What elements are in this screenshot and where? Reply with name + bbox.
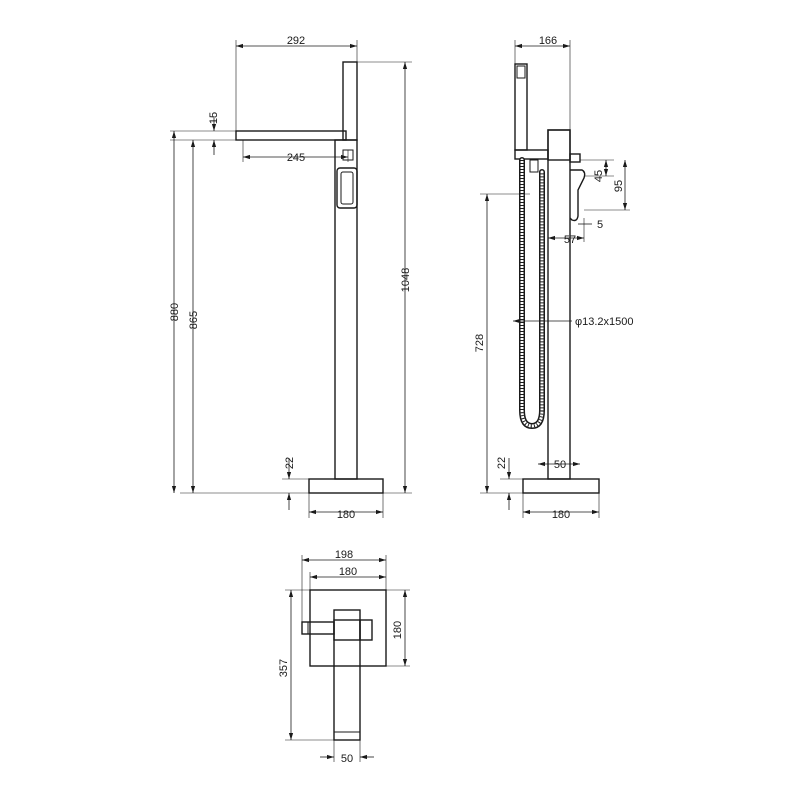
plan-view: 198 180 180 357 50 — [278, 549, 410, 765]
dim-side-handle-height: 45 — [593, 170, 605, 182]
side-handshower-head — [516, 65, 526, 79]
side-holder-bracket — [514, 149, 549, 160]
dim-side-handle-gap: 5 — [597, 219, 603, 231]
dim-side-column-width: 50 — [554, 459, 566, 471]
front-head — [342, 61, 358, 141]
dim-front-width-top: 292 — [287, 35, 305, 47]
side-top-block — [547, 129, 571, 161]
dim-front-base-height: 22 — [284, 457, 296, 469]
dim-front-height-865: 865 — [188, 311, 200, 329]
plan-base-plate — [309, 589, 387, 667]
dim-plan-plate-outer: 198 — [335, 549, 353, 561]
dim-plan-spout-width: 50 — [341, 753, 353, 765]
front-column — [334, 139, 358, 480]
side-view: 166 45 95 5 57 φ13.2x1500 728 22 50 — [474, 35, 634, 521]
dim-side-hose-spec: φ13.2x1500 — [575, 316, 634, 328]
dim-front-height-1048: 1048 — [400, 268, 412, 292]
dim-plan-overall-depth: 357 — [278, 659, 290, 677]
front-spout — [235, 130, 347, 141]
side-hose — [519, 157, 545, 430]
side-base-plate — [522, 478, 600, 494]
side-handle-knob — [569, 153, 581, 163]
dim-side-depth-top: 166 — [539, 35, 557, 47]
dim-side-base-width: 180 — [552, 509, 570, 521]
dim-side-handle-depth: 57 — [564, 234, 576, 246]
front-base-plate — [308, 478, 384, 494]
plan-spout — [333, 619, 361, 741]
side-column — [547, 129, 571, 480]
plan-handshower — [301, 621, 335, 635]
dim-front-base-width: 180 — [337, 509, 355, 521]
side-handle-lever — [569, 169, 586, 222]
side-hose-connector — [529, 159, 539, 173]
dim-side-handle-span: 95 — [613, 180, 625, 192]
dim-plan-plate-depth: 180 — [392, 621, 404, 639]
front-handle-inset — [340, 171, 354, 205]
dim-front-height-880: 880 — [169, 303, 181, 321]
front-view: 292 15 245 880 865 1048 22 180 — [169, 35, 412, 521]
dim-front-spout-reach: 245 — [287, 152, 305, 164]
dim-front-spout-thickness: 15 — [208, 112, 220, 124]
side-handshower — [514, 63, 528, 151]
front-handle — [336, 167, 358, 209]
plan-column-top — [333, 609, 361, 641]
plan-handle — [359, 619, 373, 641]
dim-side-base-height: 22 — [496, 457, 508, 469]
dim-side-hose-outlet-height: 728 — [474, 334, 486, 352]
dim-plan-plate-inner: 180 — [339, 566, 357, 578]
